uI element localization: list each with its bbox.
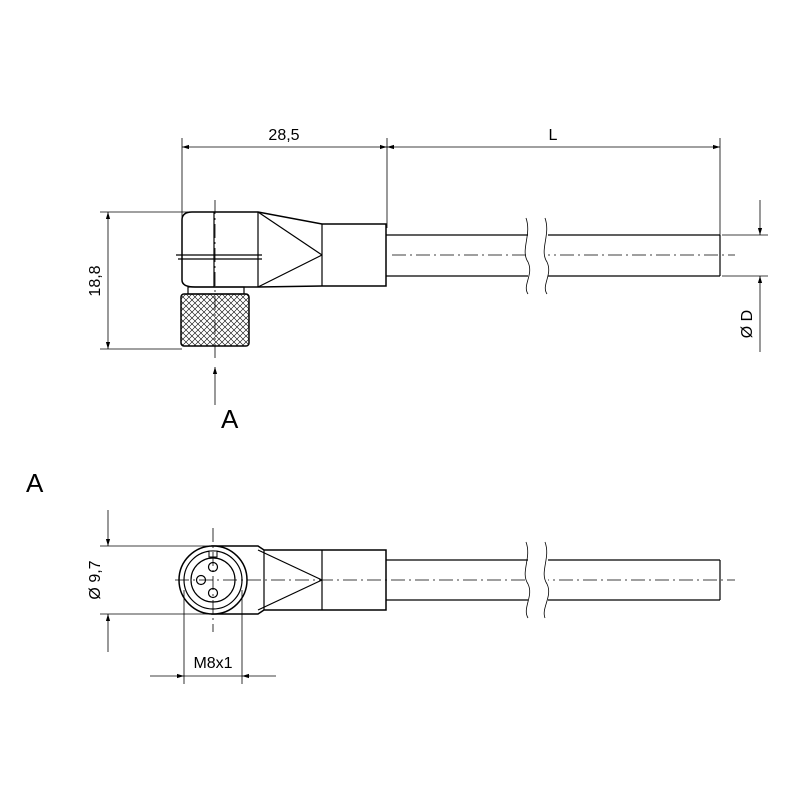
dimension-head-diameter: Ø 9,7 [87,510,213,652]
view-arrow-label: A [221,404,239,434]
dim-label-diameter-9-7: Ø 9,7 [87,560,104,599]
side-view: 28,5 L 18,8 [87,127,768,434]
dimension-cable-length: L [387,127,721,235]
dim-label-diameter-d: Ø D [739,310,756,338]
dimension-height: 18,8 [87,211,195,350]
dim-label-m8x1: M8x1 [193,655,232,672]
connector-housing-front [211,545,387,615]
dimension-cable-diameter: Ø D [722,200,768,352]
view-title: A [26,468,44,498]
dimension-thread: M8x1 [150,590,276,684]
cable-front [386,541,721,619]
view-arrow: A [212,367,239,434]
connector-body [176,211,387,295]
cable-side [386,217,735,295]
dim-label-l: L [549,127,558,144]
dim-label-28-5: 28,5 [268,127,299,144]
view-a: A [26,468,735,684]
dimension-top-width: 28,5 [181,127,388,228]
dim-label-18-8: 18,8 [87,265,104,296]
